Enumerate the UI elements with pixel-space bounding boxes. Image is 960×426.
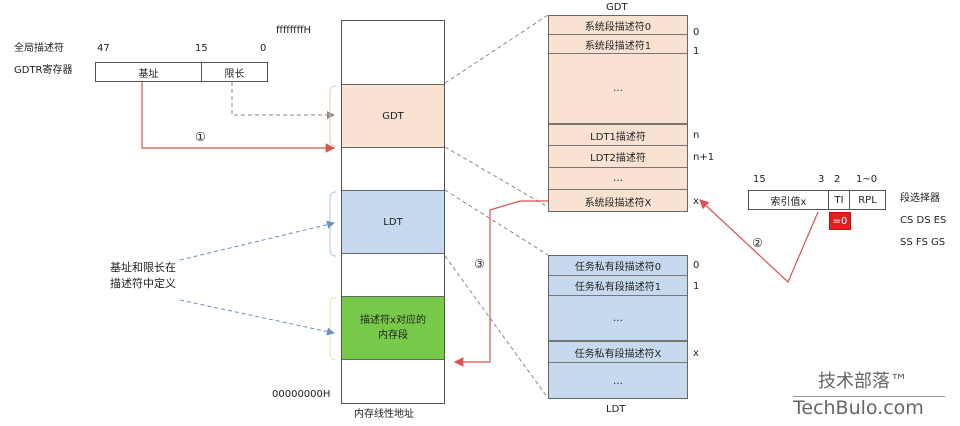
arrow-base-to-gdt [141,82,336,153]
memory-gdt-region: GDT [342,84,444,148]
selector-index-field: 索引值x [748,190,829,210]
ldt-index: 0 [693,260,700,271]
memory-segment-line-1: 描述符x对应的 [360,315,426,326]
selector-ti-value: =0 [829,212,851,230]
brace-segment [329,297,337,361]
gdt-index: 1 [693,46,700,57]
ldt-zoom-bottom [444,255,549,399]
gdt-zoom-top [444,14,549,84]
arrow-limit-to-gdt [231,82,335,119]
step-1-label: ① [195,130,206,144]
watermark-divider [793,396,945,397]
gdt-table-title: GDT [606,2,628,13]
ldt-row: 任务私有段描述符X [549,341,687,363]
gdtr-base-field: 基址 [95,62,202,82]
selector-title: 段选择器 [900,193,940,204]
selector-bit-3: 3 [818,174,825,185]
gdt-index: n [693,130,700,141]
annotation-line-1: 基址和限长在 [110,261,176,274]
gdt-row: … [549,54,687,124]
gdtr-label-1: 全局描述符 [14,43,64,54]
arrow-note-to-ldt [179,220,335,261]
memory-column: GDT LDT 描述符x对应的 内存段 [341,20,445,404]
ldt-row: … [549,296,687,341]
memory-top-address: ffffffffH [276,25,312,36]
gdtr-limit-field: 限长 [201,62,268,82]
arrow-selector-to-gdt [699,199,819,284]
ldt-index: x [693,348,699,359]
selector-bit-2: 2 [834,174,841,185]
memory-ldt-region: LDT [342,190,444,254]
gdt-row: LDT1描述符 [549,124,687,146]
gdtr-label-2: GDTR寄存器 [14,65,73,76]
ldt-row: 任务私有段描述符1 [549,276,687,296]
ldt-row: 任务私有段描述符0 [549,256,687,276]
memory-caption: 内存线性地址 [354,409,414,420]
gdt-row: 系统段描述符1 [549,35,687,54]
gdt-zoom-bottom [444,146,549,208]
ldt-zoom-top [444,189,549,256]
memory-segment-x: 描述符x对应的 内存段 [342,296,444,360]
ldt-table-title: LDT [606,404,626,415]
gdt-row: 系统段描述符0 [549,16,687,35]
ldt-row: … [613,375,623,387]
arrow-note-to-segment [179,299,335,336]
ldt-index: 1 [693,281,700,292]
selector-ti-field: TI [828,190,850,210]
selector-registers-line-2: SS FS GS [900,237,946,248]
gdt-row: LDT2描述符 [549,146,687,168]
step-2-label: ② [752,236,763,250]
gdtr-bit-47: 47 [97,43,110,54]
memory-segment-line-2: 内存段 [378,330,408,341]
gdt-row: … [549,168,687,190]
gdt-table: 系统段描述符0 系统段描述符1 … LDT1描述符 LDT2描述符 … 系统段描… [548,15,688,212]
selector-registers-line-1: CS DS ES [900,215,947,226]
watermark-line-2: TechBulo.com [793,397,924,419]
arrow-descriptor-to-segment [453,200,548,367]
gdt-index: x [693,196,699,207]
selector-bit-15: 15 [753,174,766,185]
selector-rpl-field: RPL [849,190,886,210]
annotation-line-2: 描述符中定义 [110,277,176,290]
gdtr-bit-15: 15 [195,43,208,54]
watermark-line-1: 技术部落™ [818,371,908,392]
step-3-label: ③ [474,257,485,271]
brace-gdt [329,85,337,147]
gdtr-bit-0: 0 [260,43,267,54]
ldt-table: 任务私有段描述符0 任务私有段描述符1 … 任务私有段描述符X … [548,255,688,399]
memory-bottom-address: 00000000H [272,389,331,400]
gdt-index: n+1 [693,152,715,163]
selector-bit-1-0: 1~0 [856,174,878,185]
gdt-index: 0 [693,27,700,38]
gdt-row: 系统段描述符X [584,197,652,209]
